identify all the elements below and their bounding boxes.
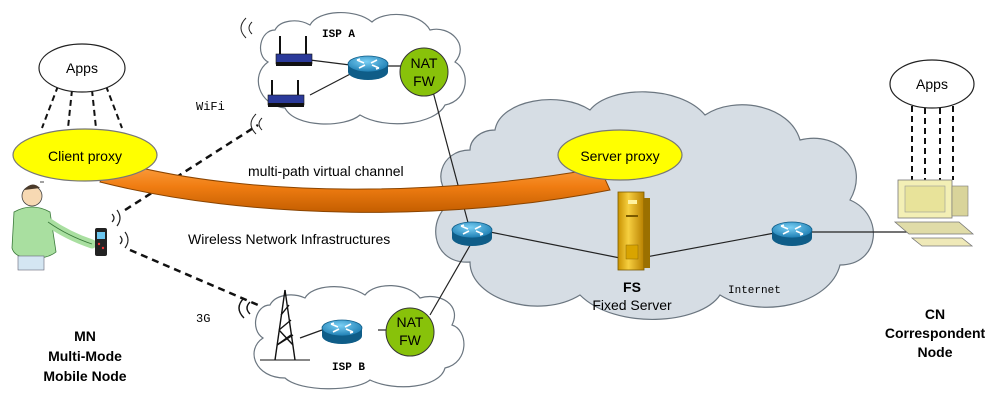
isp-a-nat-fw: [399, 47, 449, 97]
wifi-label: WiFi: [196, 100, 225, 114]
mn-subtitle-line1: Multi-Mode: [48, 348, 122, 364]
isp-a-router-icon: [347, 55, 389, 81]
cn-subtitle-line1: Correspondent: [885, 325, 986, 341]
internet-label: Internet: [728, 285, 781, 297]
mn-subtitle-line2: Mobile Node: [43, 368, 126, 384]
internet-router-left-icon: [451, 221, 493, 247]
fs-title: FS: [623, 279, 641, 295]
server-proxy-label: Server proxy: [580, 148, 659, 164]
isp-b-label: ISP B: [332, 362, 365, 374]
cn-apps-ellipse: [889, 59, 975, 109]
mn-app-connectors: [41, 85, 123, 129]
isp-b-nat-label: NAT: [397, 314, 424, 330]
desktop-computer-icon: [893, 179, 975, 247]
isp-b-fw-label: FW: [399, 332, 422, 348]
wifi-link: [124, 123, 259, 212]
threeg-label: 3G: [196, 312, 210, 326]
cn-apps-label: Apps: [916, 76, 948, 92]
wifi-access-point-icon: [240, 17, 313, 66]
isp-b-router-icon: [321, 319, 363, 345]
mn-apps-label: Apps: [66, 60, 98, 76]
mn-title: MN: [74, 328, 96, 344]
threeg-link: [129, 248, 259, 307]
mn-apps-ellipse: [38, 43, 126, 93]
isp-a-nat-label: NAT: [411, 55, 438, 71]
fs-subtitle: Fixed Server: [592, 297, 672, 313]
cn-title: CN: [925, 306, 945, 322]
phone-signal-icon: [111, 209, 129, 249]
mobile-user-icon: [11, 181, 97, 271]
cn-app-connectors: [911, 106, 954, 180]
isp-a-fw-label: FW: [413, 73, 436, 89]
internet-cloud: [435, 91, 874, 320]
wireless-label: Wireless Network Infrastructures: [188, 231, 390, 247]
cn-subtitle-line2: Node: [918, 344, 953, 360]
cell-tower-icon: [238, 289, 310, 361]
client-proxy-ellipse: [12, 128, 158, 182]
isp-a-label: ISP A: [322, 29, 355, 41]
internet-router-right-icon: [771, 221, 813, 247]
wifi-access-point-2-icon: [250, 80, 305, 135]
server-proxy-ellipse: [557, 129, 683, 181]
mobile-phone-icon: [95, 228, 107, 256]
client-proxy-label: Client proxy: [48, 148, 122, 164]
channel-label: multi-path virtual channel: [248, 163, 404, 179]
isp-b-nat-fw: [385, 307, 435, 357]
virtual-channel: [99, 159, 611, 213]
fixed-server-icon: [617, 191, 650, 271]
